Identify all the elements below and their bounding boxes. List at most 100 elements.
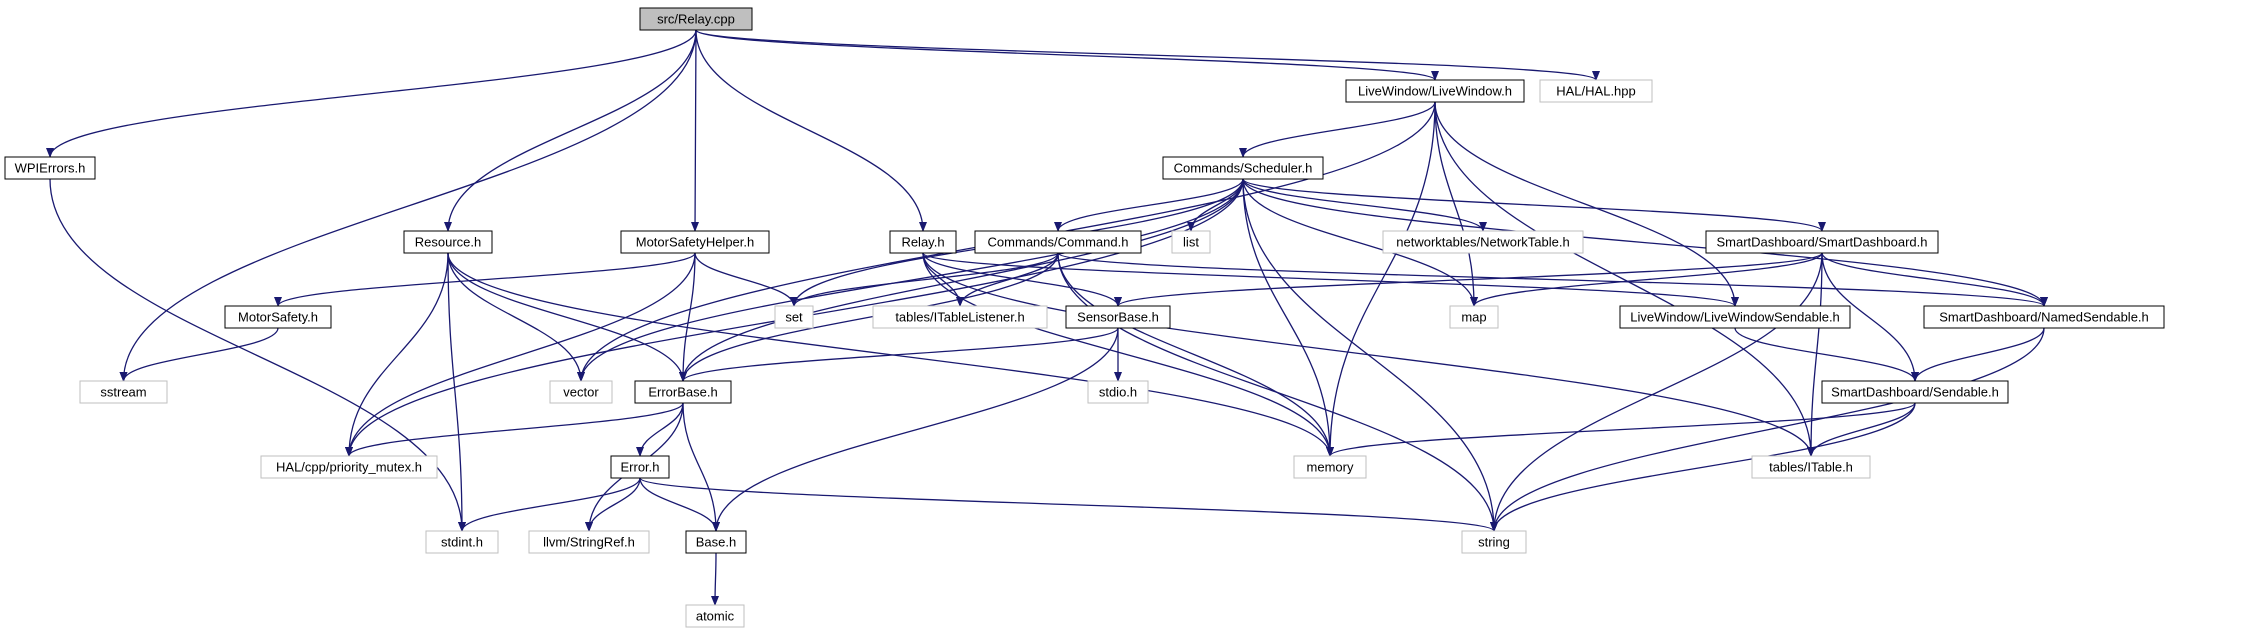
- node-itablelistener: tables/ITableListener.h: [872, 305, 1048, 329]
- node-box: [1461, 530, 1527, 554]
- edge-relay_h-to-itable: [922, 252, 1815, 457]
- node-memory: memory: [1293, 455, 1367, 479]
- edge-relay_cpp-to-resource: [444, 29, 697, 232]
- edge-scheduler-to-networktable: [1242, 178, 1487, 232]
- edge-scheduler-to-smartdashboard: [1242, 178, 1826, 232]
- node-scheduler[interactable]: Commands/Scheduler.h: [1162, 156, 1324, 180]
- node-priority-mutex: HAL/cpp/priority_mutex.h: [260, 455, 438, 479]
- edge-smartdashboard-to-sensorbase: [1114, 252, 1823, 307]
- node-motorsafety[interactable]: MotorSafety.h: [224, 305, 332, 329]
- node-box: [1065, 305, 1171, 329]
- node-box: [1087, 380, 1149, 404]
- edge-smartdashboard-to-sendable: [1821, 252, 1919, 382]
- node-itable: tables/ITable.h: [1751, 455, 1871, 479]
- node-string: string: [1461, 530, 1527, 554]
- node-label: vector: [563, 385, 599, 400]
- edge-command-to-string: [1057, 252, 1498, 532]
- node-label: atomic: [696, 609, 735, 624]
- node-label: SmartDashboard/NamedSendable.h: [1939, 310, 2149, 325]
- edge-error_h-to-stringref: [585, 477, 641, 532]
- node-label: tables/ITable.h: [1769, 460, 1853, 475]
- edge-resource-to-memory: [447, 252, 1334, 457]
- node-box: [1539, 79, 1653, 103]
- node-relay-h[interactable]: Relay.h: [889, 230, 957, 254]
- node-label: HAL/HAL.hpp: [1556, 84, 1636, 99]
- node-relay-cpp[interactable]: src/Relay.cpp: [639, 7, 753, 31]
- node-label: ErrorBase.h: [648, 385, 717, 400]
- node-smartdashboard[interactable]: SmartDashboard/SmartDashboard.h: [1705, 230, 1939, 254]
- edge-relay_h-to-sensorbase: [922, 252, 1122, 307]
- node-sendable[interactable]: SmartDashboard/Sendable.h: [1821, 380, 2009, 404]
- node-box: [1382, 230, 1584, 254]
- node-box: [774, 305, 814, 329]
- node-errorbase[interactable]: ErrorBase.h: [634, 380, 732, 404]
- node-livewindow[interactable]: LiveWindow/LiveWindow.h: [1345, 79, 1525, 103]
- node-label: tables/ITableListener.h: [895, 310, 1024, 325]
- edge-wpierrors-to-stdint: [49, 178, 466, 532]
- edge-namedsendable-to-string: [1490, 327, 2045, 532]
- edge-scheduler-to-map: [1242, 178, 1478, 307]
- edge-relay_cpp-to-wpierrors: [46, 29, 697, 158]
- node-box: [1705, 230, 1939, 254]
- node-box: [1821, 380, 2009, 404]
- node-label: llvm/StringRef.h: [543, 535, 635, 550]
- edge-livewindow-to-scheduler: [1239, 101, 1436, 158]
- edge-namedsendable-to-sendable: [1911, 327, 2045, 382]
- node-base-h[interactable]: Base.h: [685, 530, 747, 554]
- node-label: memory: [1307, 460, 1354, 475]
- edge-base_h-to-atomic: [711, 552, 720, 606]
- node-box: [260, 455, 438, 479]
- node-box: [1345, 79, 1525, 103]
- edge-lwsendable-to-sendable: [1734, 327, 1919, 382]
- edge-sensorbase-to-base_h: [712, 327, 1119, 532]
- edge-errorbase-to-error_h: [636, 402, 684, 457]
- edge-relay_h-to-lwsendable: [922, 252, 1739, 307]
- node-box: [528, 530, 650, 554]
- node-wpierrors[interactable]: WPIErrors.h: [4, 156, 96, 180]
- node-box: [425, 530, 499, 554]
- node-networktable: networktables/NetworkTable.h: [1382, 230, 1584, 254]
- node-resource[interactable]: Resource.h: [403, 230, 493, 254]
- node-stringref: llvm/StringRef.h: [528, 530, 650, 554]
- node-namedsendable[interactable]: SmartDashboard/NamedSendable.h: [1923, 305, 2165, 329]
- edge-scheduler-to-command: [1054, 178, 1244, 232]
- node-sensorbase[interactable]: SensorBase.h: [1065, 305, 1171, 329]
- edge-command-to-set: [790, 252, 1059, 307]
- node-box: [224, 305, 332, 329]
- node-label: Resource.h: [415, 235, 481, 250]
- edge-errorbase-to-priority_mutex: [345, 402, 684, 457]
- edge-motorsafetyhelper-to-errorbase: [679, 252, 696, 382]
- edge-smartdashboard-to-map: [1470, 252, 1823, 307]
- node-label: set: [785, 310, 803, 325]
- node-box: [1923, 305, 2165, 329]
- node-box: [1162, 156, 1324, 180]
- node-label: string: [1478, 535, 1510, 550]
- edge-scheduler-to-memory: [1242, 178, 1334, 457]
- node-lwsendable[interactable]: LiveWindow/LiveWindowSendable.h: [1619, 305, 1851, 329]
- node-label: map: [1461, 310, 1486, 325]
- edge-livewindow-to-memory: [1326, 101, 1436, 457]
- node-label: Commands/Scheduler.h: [1174, 161, 1313, 176]
- node-vector: vector: [549, 380, 613, 404]
- edge-motorsafetyhelper-to-priority_mutex: [345, 252, 696, 457]
- node-motorsafetyhelper[interactable]: MotorSafetyHelper.h: [620, 230, 770, 254]
- edge-error_h-to-stdint: [458, 477, 641, 532]
- node-label: HAL/cpp/priority_mutex.h: [276, 460, 422, 475]
- edge-command-to-itablelistener: [956, 252, 1059, 307]
- node-list: list: [1171, 230, 1211, 254]
- node-error-h[interactable]: Error.h: [610, 455, 670, 479]
- node-label: WPIErrors.h: [15, 161, 86, 176]
- node-box: [685, 530, 747, 554]
- edge-smartdashboard-to-string: [1490, 252, 1823, 532]
- node-box: [549, 380, 613, 404]
- node-label: sstream: [100, 385, 146, 400]
- edge-resource-to-vector: [447, 252, 585, 382]
- node-command[interactable]: Commands/Command.h: [974, 230, 1142, 254]
- edge-relay_h-to-memory: [922, 252, 1334, 457]
- edge-error_h-to-base_h: [639, 477, 720, 532]
- node-box: [620, 230, 770, 254]
- node-label: list: [1183, 235, 1199, 250]
- edge-motorsafety-to-sstream: [119, 327, 279, 382]
- edge-scheduler-to-namedsendable: [1242, 178, 2048, 307]
